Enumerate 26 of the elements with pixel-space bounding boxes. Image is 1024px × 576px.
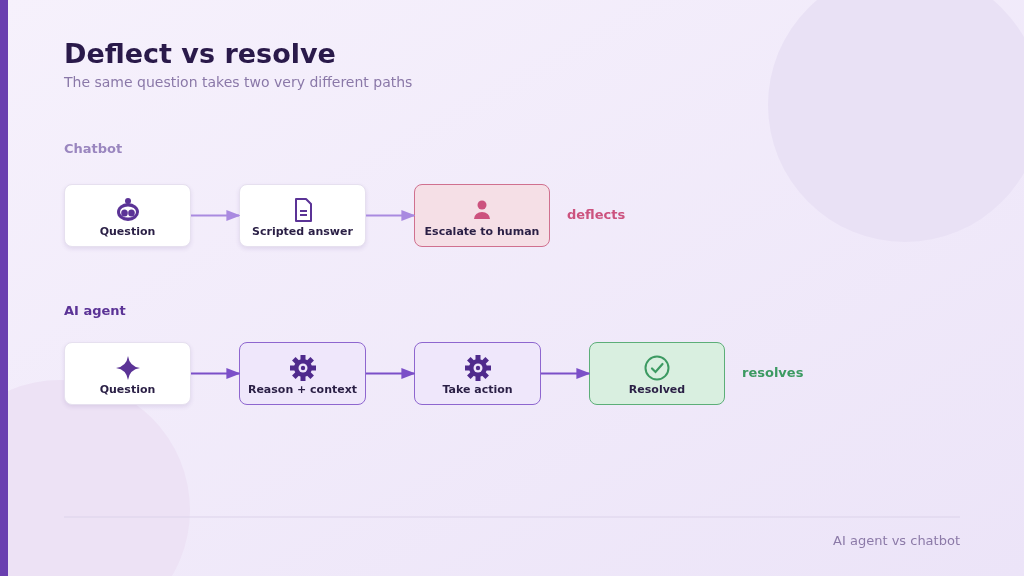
process-box	[239, 342, 366, 405]
arrow	[540, 367, 591, 380]
outcome-label: resolves	[742, 364, 804, 380]
arrow	[365, 367, 416, 380]
step-card	[64, 342, 191, 405]
outcome-label: deflects	[567, 206, 626, 222]
result-box	[589, 342, 725, 405]
step-label: Question	[99, 383, 156, 396]
process-box	[414, 342, 541, 405]
step-label: Reason + context	[247, 383, 358, 396]
step-label: Take action	[442, 383, 513, 396]
step-label: Escalate to human	[424, 225, 540, 238]
arrow	[190, 209, 241, 222]
title: Deflect vs resolve	[64, 38, 336, 69]
step-label: Resolved	[628, 383, 686, 396]
section-label: AI agent	[64, 303, 126, 318]
arrow	[365, 209, 416, 222]
step-card	[239, 184, 366, 247]
step-card	[64, 184, 191, 247]
escalation-box	[414, 184, 550, 247]
step-label: Scripted answer	[252, 225, 353, 238]
section-label: Chatbot	[64, 141, 123, 156]
arrow	[190, 367, 241, 380]
subtitle: The same question takes two very different paths	[64, 74, 413, 90]
step-label: Question	[99, 225, 156, 238]
footer-text: AI agent vs chatbot	[833, 533, 960, 548]
